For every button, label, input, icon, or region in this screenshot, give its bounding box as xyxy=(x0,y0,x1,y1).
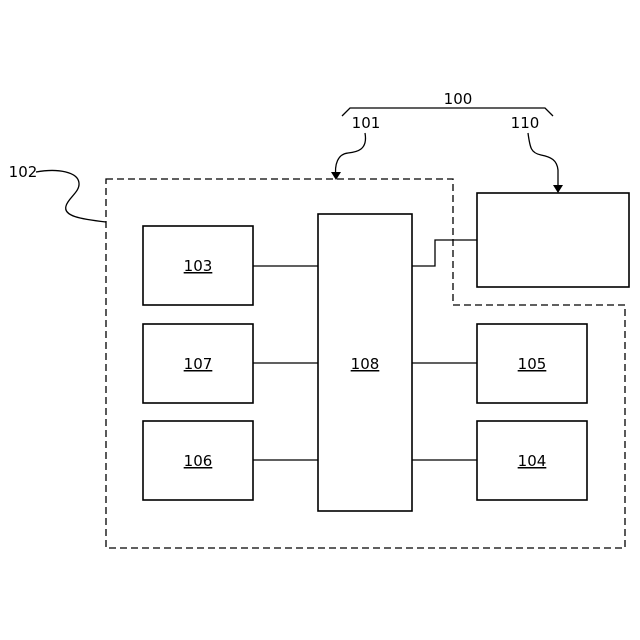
label-101: 101 xyxy=(352,114,381,132)
wire-108-110 xyxy=(412,240,477,266)
block-107: 107 xyxy=(143,324,253,403)
label-110: 110 xyxy=(511,114,540,132)
block-107-label: 107 xyxy=(184,355,213,373)
external-block-110 xyxy=(477,193,629,287)
label-102: 102 xyxy=(9,163,38,181)
block-104: 104 xyxy=(477,421,587,500)
block-108: 108 xyxy=(318,214,412,511)
leader-101 xyxy=(336,133,366,178)
leader-110 xyxy=(528,133,558,192)
block-104-label: 104 xyxy=(518,452,547,470)
block-108-label: 108 xyxy=(351,355,380,373)
block-105-label: 105 xyxy=(518,355,547,373)
block-106-label: 106 xyxy=(184,452,213,470)
arrowhead-110 xyxy=(553,185,563,193)
block-106: 106 xyxy=(143,421,253,500)
block-103: 103 xyxy=(143,226,253,305)
block-105: 105 xyxy=(477,324,587,403)
label-100: 100 xyxy=(444,90,473,108)
block-103-label: 103 xyxy=(184,257,213,275)
leader-102 xyxy=(36,170,106,222)
